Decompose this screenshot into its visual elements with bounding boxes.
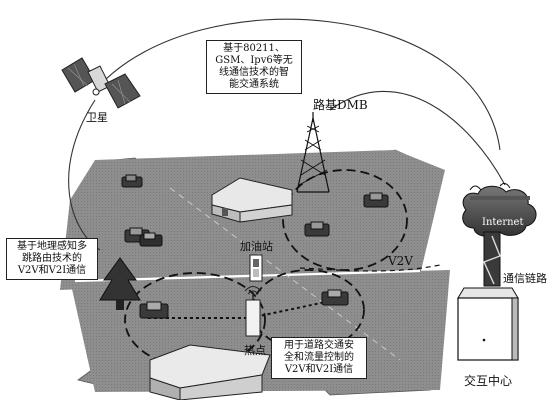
car-icon (139, 232, 163, 247)
v2v-link-line (299, 264, 441, 272)
satellite-label: 卫星 (86, 111, 108, 124)
callout-line: V2V和V2I通信 (284, 364, 354, 375)
satellite-icon (61, 57, 141, 109)
gas-station-label: 加油站 (240, 240, 273, 253)
callout-line: 跳路由技术的 (22, 253, 82, 264)
gas-station-building-icon (211, 177, 293, 223)
tree-icon (99, 257, 141, 310)
callout-line: 基于80211、 (223, 43, 285, 54)
satellite-to-center-link (99, 18, 501, 151)
hotspot-antenna-icon (244, 286, 262, 337)
callout-line: 基于地理感知多 (17, 241, 87, 252)
internet-cloud-icon (462, 182, 537, 237)
roadside-building-icon (149, 344, 271, 400)
callout-line: GSM、Ipv6等无 (215, 55, 293, 66)
dmb-tower-label: 路基DMB (313, 98, 368, 112)
v2v-label: V2V (388, 254, 413, 268)
callout-top-system: 基于80211、 GSM、Ipv6等无 线通信技术的智 能交通系统 (206, 40, 302, 94)
callout-line: 全和流量控制的 (284, 352, 354, 363)
car-icon (121, 174, 143, 188)
callout-line: 用于道路交通安 (284, 340, 354, 351)
dmb-to-center-link (329, 90, 506, 186)
callout-left-routing: 基于地理感知多 跳路由技术的 V2V和V2I通信 (6, 238, 98, 280)
car-icon (304, 221, 330, 237)
internet-label: Internet (482, 217, 524, 228)
car-icon (321, 289, 349, 306)
vehicles (121, 174, 389, 319)
dmb-tower-icon (296, 112, 330, 193)
callout-line: 能交通系统 (229, 79, 279, 90)
traffic-signal-icon (249, 254, 263, 282)
callout-line: 线通信技术的智 (219, 67, 289, 78)
hotspot-label: 热点 (244, 344, 266, 357)
comm-link-icon (483, 231, 501, 287)
car-icon (363, 192, 389, 208)
interaction-center-icon (457, 287, 519, 361)
comm-link-label: 通信链路 (503, 272, 547, 285)
callout-line: V2V和V2I通信 (17, 265, 87, 276)
center-label: 交互中心 (464, 374, 513, 388)
callout-bottom-safety: 用于道路交通安 全和流量控制的 V2V和V2I通信 (271, 337, 367, 379)
car-icon (139, 301, 169, 319)
